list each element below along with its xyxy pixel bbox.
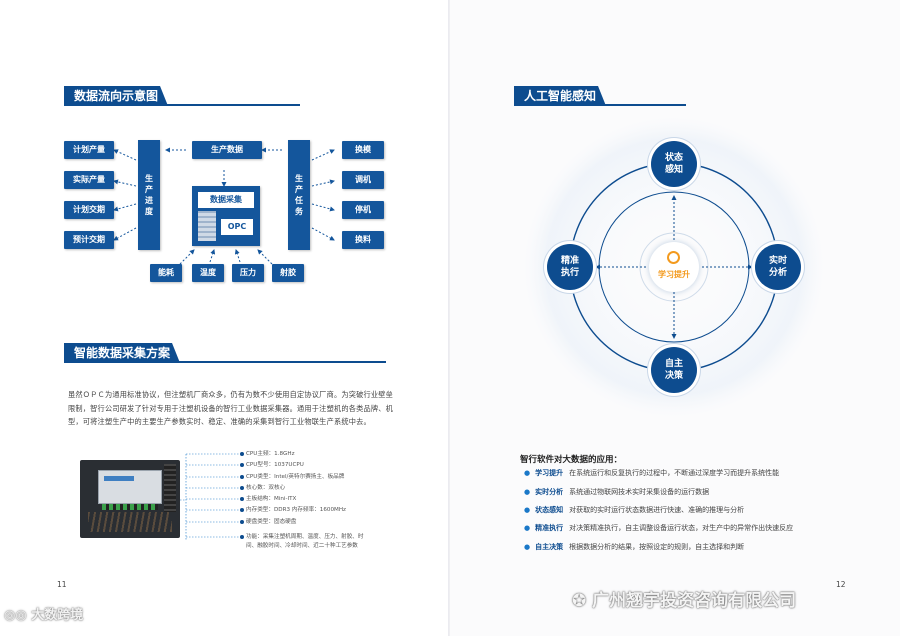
production-progress-bar: 生产进度 bbox=[138, 140, 160, 250]
node-state-perception: 状态感知 bbox=[651, 141, 697, 187]
watermark-logo-icon: ◎◎ bbox=[4, 608, 32, 623]
spec-cores: 核心数：双核心 bbox=[246, 485, 286, 491]
application-item: ●精准执行对决策精准执行，自主调整设备运行状态，对生产中的异常作出快速反应 bbox=[524, 524, 794, 532]
production-task-bar: 生产任务 bbox=[288, 140, 310, 250]
center-learning-node: 学习提升 bbox=[649, 242, 699, 292]
node-precise-execution: 精准执行 bbox=[547, 244, 593, 290]
data-acquisition-box: 数据采集 OPC bbox=[192, 186, 260, 246]
application-item: ●自主决策根据数据分析的结果，按照设定的规则，自主选择和判断 bbox=[524, 543, 745, 551]
task-machine-stop: 停机 bbox=[342, 201, 384, 219]
server-icon bbox=[198, 211, 216, 241]
input-energy: 能耗 bbox=[150, 264, 182, 282]
output-planned-output: 计划产量 bbox=[64, 141, 114, 159]
data-collector-photo bbox=[80, 460, 180, 538]
node-realtime-analysis: 实时分析 bbox=[755, 244, 801, 290]
application-item: ●状态感知对获取的实时运行状态数据进行快速、准确的推理与分析 bbox=[524, 506, 745, 514]
flow-arrows bbox=[113, 147, 335, 265]
input-injection: 射胶 bbox=[272, 264, 304, 282]
output-estimated-delivery: 预计交期 bbox=[64, 231, 114, 249]
application-item: ●实时分析系统通过物联网技术实时采集设备的运行数据 bbox=[524, 488, 710, 496]
page-number-right: 12 bbox=[836, 580, 846, 589]
spec-board: 主板结构：Mini-ITX bbox=[246, 496, 297, 502]
task-machine-adjust: 调机 bbox=[342, 171, 384, 189]
spec-disk: 硬盘类型：固态硬盘 bbox=[246, 519, 297, 525]
applications-title: 智行软件对大数据的应用： bbox=[520, 455, 623, 465]
task-mold-change: 换模 bbox=[342, 141, 384, 159]
watermark-left: ◎◎ 大数跨境 bbox=[4, 608, 84, 623]
page-number-left: 11 bbox=[57, 580, 67, 589]
brain-icon bbox=[667, 251, 680, 264]
node-autonomous-decision: 自主决策 bbox=[651, 347, 697, 393]
scheme-title: 智能数据采集方案 bbox=[64, 343, 386, 363]
spec-cpu-freq: CPU主频：1.8GHz bbox=[246, 451, 295, 457]
output-planned-delivery: 计划交期 bbox=[64, 201, 114, 219]
spec-cpu-type: CPU类型：Intel/英特尔赛扬主、板品牌 bbox=[246, 474, 345, 480]
application-item: ●学习提升在系统运行和反复执行的过程中，不断通过深度学习而提升系统性能 bbox=[524, 469, 780, 477]
task-material-change: 换料 bbox=[342, 231, 384, 249]
ai-perception-title: 人工智能感知 bbox=[514, 86, 686, 106]
production-data-box: 生产数据 bbox=[192, 141, 262, 159]
input-pressure: 压力 bbox=[232, 264, 264, 282]
bullet-icon: ● bbox=[524, 524, 531, 532]
spec-memory: 内存类型：DDR3 内存频率：1600MHz bbox=[246, 507, 346, 513]
collector-device-icon bbox=[98, 470, 162, 504]
bullet-icon: ● bbox=[524, 506, 531, 514]
output-actual-output: 实际产量 bbox=[64, 171, 114, 189]
wechat-icon: ✪ bbox=[572, 591, 593, 611]
left-page: 数据流向示意图 计划产量 实际产量 计划交期 预计交期 bbox=[57, 86, 394, 589]
right-page: 人工智能感知 学习提升 状态感知 精准执行 实时分析 自 bbox=[450, 0, 900, 636]
input-temperature: 温度 bbox=[192, 264, 224, 282]
spec-function: 功能：采集注塑机周期、温度、压力、射胶、时 bbox=[246, 534, 364, 540]
bullet-icon: ● bbox=[524, 488, 531, 496]
bullet-icon: ● bbox=[524, 469, 531, 477]
scheme-paragraph: 虽然ＯＰＣ为通用标准协议，但注塑机厂商众多，仍有为数不少使用自定协议厂商。为突破… bbox=[68, 390, 394, 426]
flow-diagram-title: 数据流向示意图 bbox=[64, 86, 300, 106]
bullet-icon: ● bbox=[524, 543, 531, 551]
watermark-right: ✪ 广州翘宇投资咨询有限公司 bbox=[572, 591, 797, 611]
spec-cpu-model: CPU型号：1037UCPU bbox=[246, 462, 304, 468]
spec-connector-lines bbox=[180, 453, 240, 541]
spec-function-cont: 间、融胶时间、冷却时间、近二十种工艺参数 bbox=[246, 543, 358, 549]
